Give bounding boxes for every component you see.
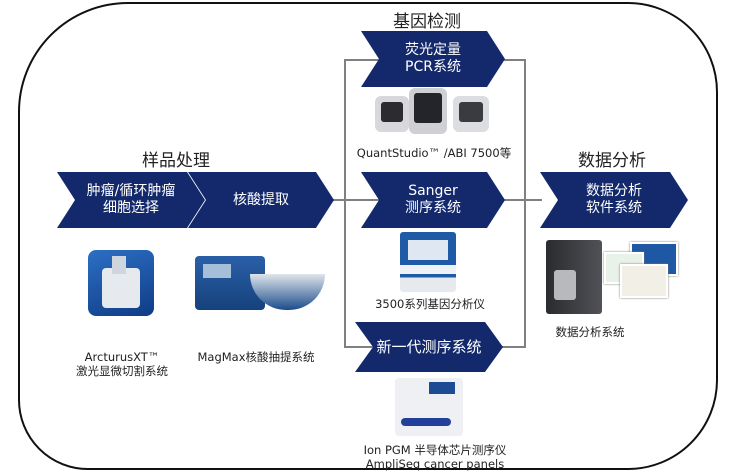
step-label-line2: PCR系统 (405, 59, 461, 75)
ion-pgm-image (395, 378, 463, 436)
caption-quantstudio: QuantStudio™ /ABI 7500等 (356, 146, 512, 160)
step-analysis-software: 数据分析软件系统 (540, 172, 688, 228)
step-ngs: 新一代测序系统 (355, 322, 503, 372)
genetic-analyzer-image (400, 232, 456, 292)
step-label-line1: Sanger (408, 183, 458, 199)
step-label-line1: 荧光定量 (405, 42, 461, 58)
workstation-image (546, 240, 602, 314)
caption-genetic-analyzer: 3500系列基因分析仪 (375, 297, 485, 311)
connector-left-vertical (344, 59, 346, 348)
caption-magmax: MagMax核酸抽提系统 (197, 350, 315, 364)
magmax-instrument-image (195, 256, 325, 314)
connector-bottom-left (344, 346, 384, 348)
section-title-data-analysis: 数据分析 (578, 151, 646, 171)
section-title-sample-processing: 样品处理 (142, 151, 210, 171)
caption-line1: Ion PGM 半导体芯片测序仪 (363, 443, 507, 457)
diagram-frame (18, 2, 718, 470)
arcturus-microscope-image (88, 250, 154, 316)
caption-line2: 激光显微切割系统 (76, 364, 168, 378)
connector-bottom-right (490, 346, 526, 348)
quantstudio-instruments-image (375, 88, 493, 136)
step-label-line1: 数据分析 (586, 183, 642, 199)
step-label: 核酸提取 (233, 191, 289, 208)
step-label-line2: 细胞选择 (103, 200, 159, 216)
software-screens-image (604, 242, 678, 298)
caption-line1: ArcturusXT™ (84, 350, 160, 364)
caption-ion-pgm: Ion PGM 半导体芯片测序仪 AmpliSeq cancer panels (340, 443, 530, 471)
caption-line2: AmpliSeq cancer panels (365, 457, 505, 471)
connector-top-left (344, 59, 384, 61)
caption-data-system: 数据分析系统 (555, 325, 625, 339)
section-title-gene-detection: 基因检测 (393, 12, 461, 32)
step-label: 新一代测序系统 (376, 337, 482, 356)
caption-arcturus: ArcturusXT™ 激光显微切割系统 (52, 350, 192, 378)
step-label-line2: 软件系统 (586, 200, 642, 216)
connector-right-vertical (524, 59, 526, 348)
step-tumor-cell-selection: 肿瘤/循环肿瘤细胞选择 (57, 172, 205, 228)
step-label-line2: 测序系统 (405, 200, 461, 216)
step-label-line1: 肿瘤/循环肿瘤 (86, 183, 176, 199)
connector-top-right (490, 59, 526, 61)
step-nucleic-extraction: 核酸提取 (188, 172, 334, 228)
